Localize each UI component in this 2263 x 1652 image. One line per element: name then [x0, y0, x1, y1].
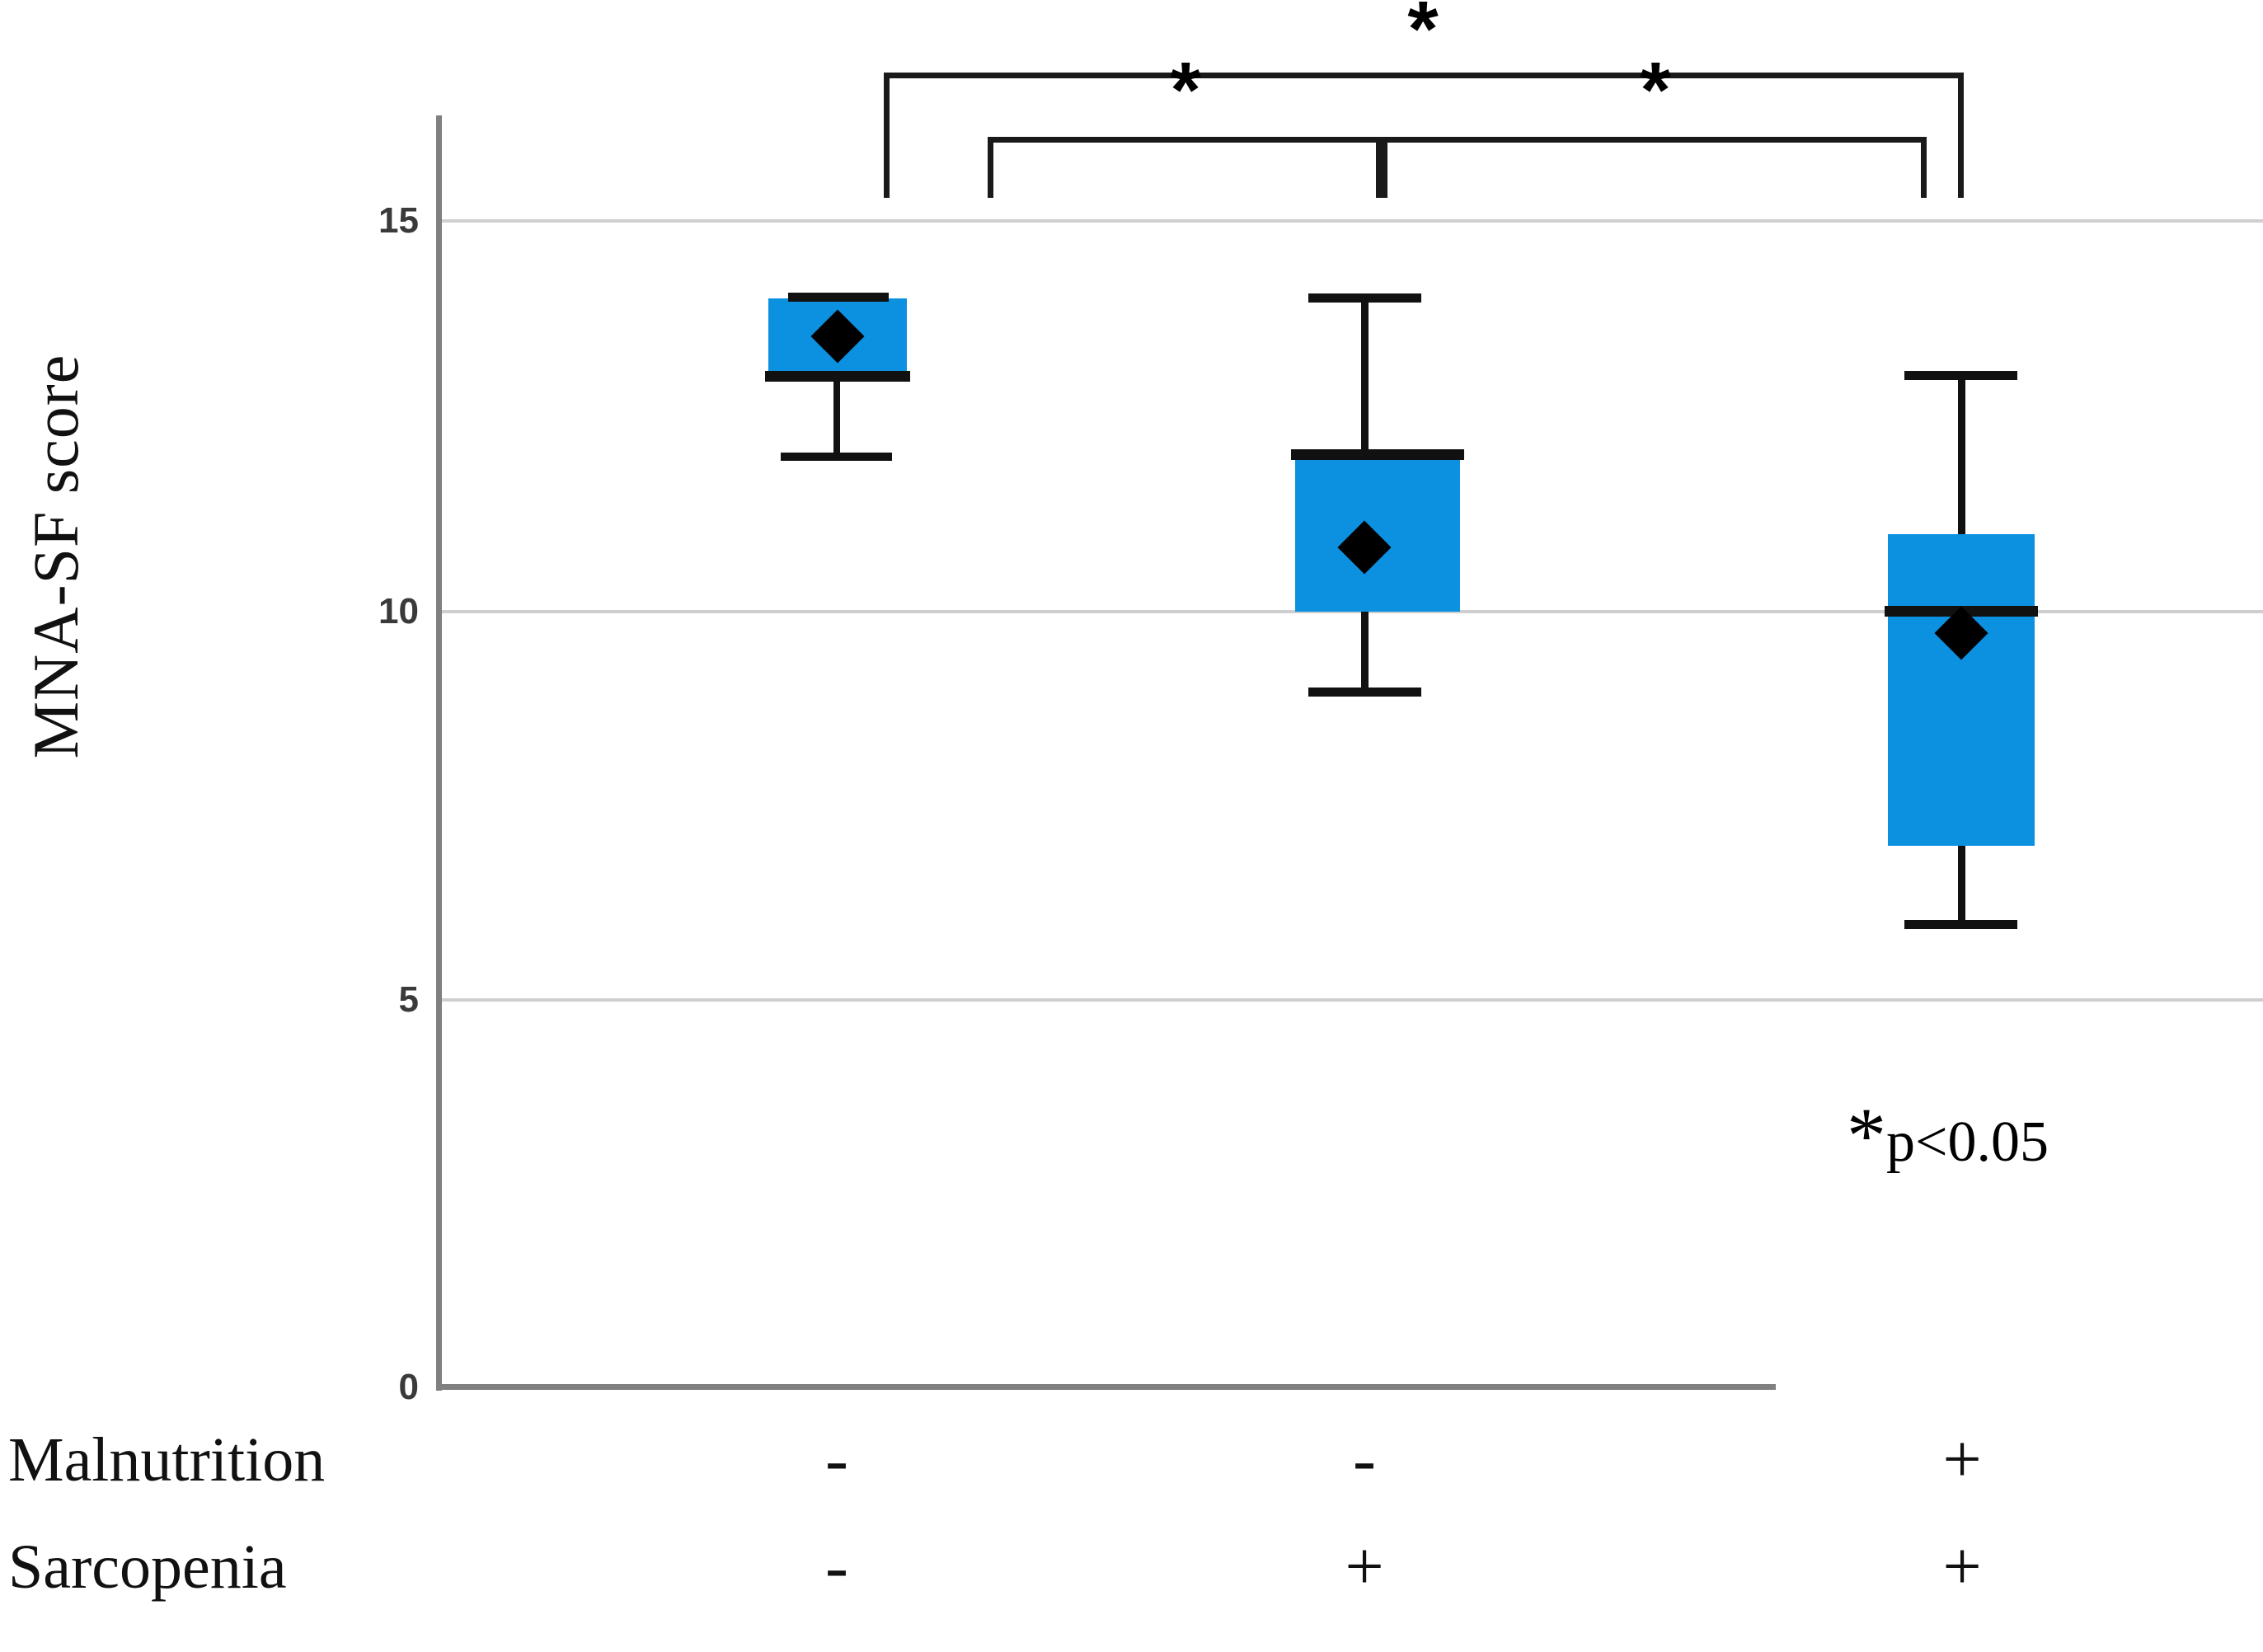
sig-star-2-3: * [1640, 46, 1671, 134]
sig-bracket-1-2-top [988, 137, 1382, 143]
boxplot-3-upper-whisker-cap [1904, 371, 2017, 380]
sarcopenia-value-group-3: + [1942, 1528, 1982, 1605]
malnutrition-value-group-3: + [1942, 1421, 1982, 1498]
boxplot-1-lower-whisker-cap [781, 453, 892, 461]
boxplot-1-q1-line [765, 371, 910, 382]
sig-bracket-1-3-left-leg [884, 73, 890, 198]
boxplot-2-median-line [1291, 449, 1464, 460]
sarcopenia-value-group-2: + [1345, 1528, 1384, 1605]
sig-bracket-2-3-right-leg [1921, 137, 1927, 198]
legend-star-icon: * [1847, 1091, 1886, 1180]
boxplot-3-lower-whisker-cap [1904, 920, 2017, 929]
y-tick-label-5: 5 [398, 979, 419, 1020]
boxplot-1-median-line [788, 293, 889, 302]
legend-text: p<0.05 [1886, 1110, 2049, 1174]
sig-star-1-2: * [1170, 46, 1201, 134]
boxplot-2-upper-whisker-cap [1308, 293, 1421, 303]
sarcopenia-value-group-1: - [825, 1528, 848, 1605]
boxplot-2-lower-whisker-stem [1361, 610, 1369, 692]
malnutrition-value-group-1: - [825, 1421, 848, 1498]
sig-bracket-2-3-top [1382, 137, 1926, 143]
y-tick-label-10: 10 [378, 591, 419, 631]
row-label-malnutrition: Malnutrition [8, 1425, 326, 1495]
boxplot-2-lower-whisker-cap [1308, 688, 1421, 697]
y-axis-title: MNA-SF score [20, 354, 92, 759]
sig-bracket-1-2-right-leg [1376, 137, 1382, 198]
sig-bracket-1-2-left-leg [988, 137, 993, 198]
sig-bracket-2-3-left-leg [1382, 137, 1387, 198]
y-axis-line [436, 115, 442, 1391]
boxplot-3-box [1888, 534, 2035, 846]
boxplot-3-upper-whisker-stem [1958, 377, 1965, 538]
boxplot-1-lower-whisker-stem [833, 375, 840, 458]
boxplot-2-upper-whisker-stem [1361, 298, 1369, 457]
malnutrition-value-group-2: - [1353, 1421, 1376, 1498]
y-tick-label-15: 15 [378, 200, 419, 241]
sig-bracket-1-3-right-leg [1958, 73, 1964, 198]
boxplot-3-lower-whisker-stem [1958, 842, 1965, 925]
y-tick-label-0: 0 [398, 1367, 419, 1407]
gridline-15 [441, 219, 2263, 223]
significance-legend: *p<0.05 [1847, 1096, 2049, 1176]
row-label-sarcopenia: Sarcopenia [8, 1532, 287, 1602]
gridline-5 [441, 998, 2263, 1002]
sig-bracket-1-3-top [884, 73, 1964, 78]
x-axis-line [436, 1384, 1776, 1390]
gridline-10 [441, 610, 2263, 613]
sig-star-1-3: * [1407, 0, 1439, 73]
